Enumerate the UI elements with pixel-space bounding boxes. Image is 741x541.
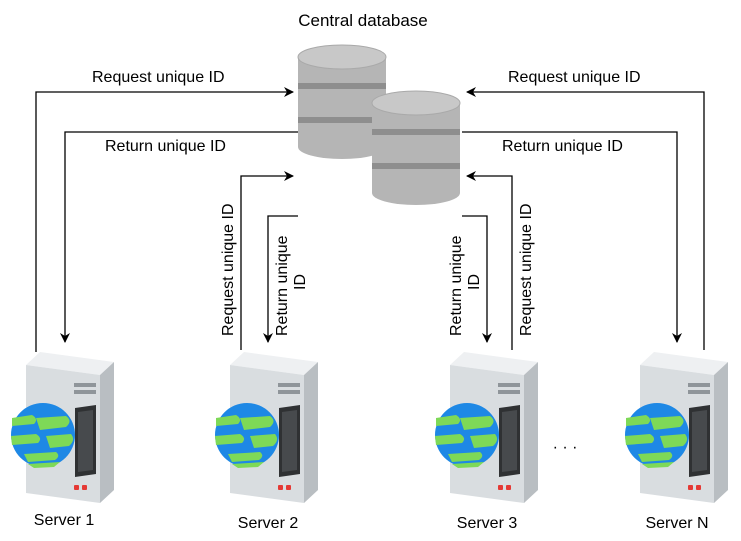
server-1-icon: [11, 352, 114, 503]
server-3-label: Server 3: [457, 515, 518, 532]
diagram-title: Central database: [298, 11, 427, 30]
label-return-server-n: Return unique ID: [502, 138, 623, 155]
arrow-return-server-n: [462, 131, 682, 343]
server-2-label: Server 2: [238, 515, 299, 532]
label-return-server-1: Return unique ID: [105, 138, 226, 155]
arrow-request-server-1: [35, 87, 294, 352]
server-n-icon: [625, 352, 728, 503]
arrow-return-server-3: [462, 215, 492, 343]
arrow-return-server-1: [60, 131, 298, 343]
label-return-server-2-line2: ID: [292, 274, 309, 290]
database-icon: [371, 90, 461, 206]
label-request-server-n: Request unique ID: [508, 69, 641, 86]
arrow-request-server-3: [466, 171, 513, 350]
label-request-server-2: Request unique ID: [220, 203, 237, 336]
label-return-server-3-line1: Return unique: [448, 235, 465, 336]
arrow-request-server-n: [466, 87, 705, 350]
server-n-label: Server N: [645, 515, 708, 532]
ellipsis: · · ·: [553, 439, 578, 456]
arrow-return-server-2: [263, 215, 298, 343]
label-request-server-1: Request unique ID: [92, 69, 225, 86]
label-return-server-2-line1: Return unique: [274, 235, 291, 336]
server-2-icon: [215, 352, 318, 503]
label-return-server-3-line2: ID: [466, 274, 483, 290]
arrow-request-server-2: [240, 171, 294, 350]
label-request-server-3: Request unique ID: [518, 203, 535, 336]
server-1-label: Server 1: [34, 512, 95, 529]
server-3-icon: [435, 352, 538, 503]
